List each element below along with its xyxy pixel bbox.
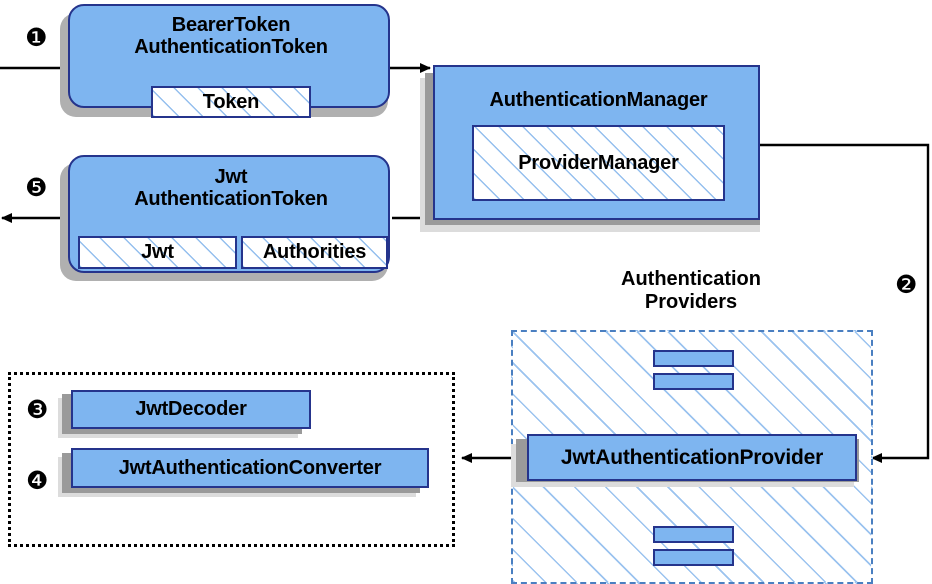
authentication-manager-title: AuthenticationManager [489, 89, 708, 111]
step-badge-2: ❷ [895, 270, 918, 299]
provider-stub-bottom-1 [653, 526, 734, 543]
jwt-token-inner-jwt[interactable]: Jwt [78, 236, 237, 269]
authentication-manager-node[interactable]: AuthenticationManager ProviderManager [433, 65, 760, 220]
jwt-decoder-node[interactable]: JwtDecoder [71, 390, 311, 429]
jwt-authentication-converter-node[interactable]: JwtAuthenticationConverter [71, 448, 429, 488]
step-badge-5: ❺ [25, 173, 48, 202]
step-badge-3: ❸ [26, 395, 49, 424]
jwt-token-inner-authorities[interactable]: Authorities [241, 236, 388, 269]
jwt-inner-label: Jwt [141, 241, 174, 263]
jwt-authentication-provider-label: JwtAuthenticationProvider [560, 445, 824, 469]
step-badge-1: ❶ [25, 23, 48, 52]
bearer-token-inner-label: Token [202, 90, 260, 113]
arrow-manager-to-provider [760, 143, 930, 463]
provider-stub-top-1 [653, 350, 734, 367]
bearer-token-title: BearerToken AuthenticationToken [134, 14, 328, 59]
provider-stub-bottom-2 [653, 549, 734, 566]
authentication-providers-label: Authentication Providers [621, 268, 761, 313]
jwt-authentication-token-node[interactable]: Jwt AuthenticationToken Jwt Authorities [68, 155, 390, 273]
bearer-token-node[interactable]: BearerToken AuthenticationToken Token [68, 4, 390, 118]
bearer-token-inner-token[interactable]: Token [151, 86, 311, 118]
jwt-authentication-converter-label: JwtAuthenticationConverter [118, 456, 382, 479]
jwt-authentication-token-title: Jwt AuthenticationToken [134, 166, 328, 211]
jwt-decoder-label: JwtDecoder [135, 398, 247, 420]
provider-stub-top-2 [653, 373, 734, 390]
authentication-manager-inner-providermanager[interactable]: ProviderManager [472, 125, 725, 201]
authorities-inner-label: Authorities [262, 241, 367, 263]
provider-manager-label: ProviderManager [518, 151, 679, 174]
jwt-authentication-provider-node[interactable]: JwtAuthenticationProvider [527, 434, 857, 481]
step-badge-4: ❹ [26, 466, 49, 495]
